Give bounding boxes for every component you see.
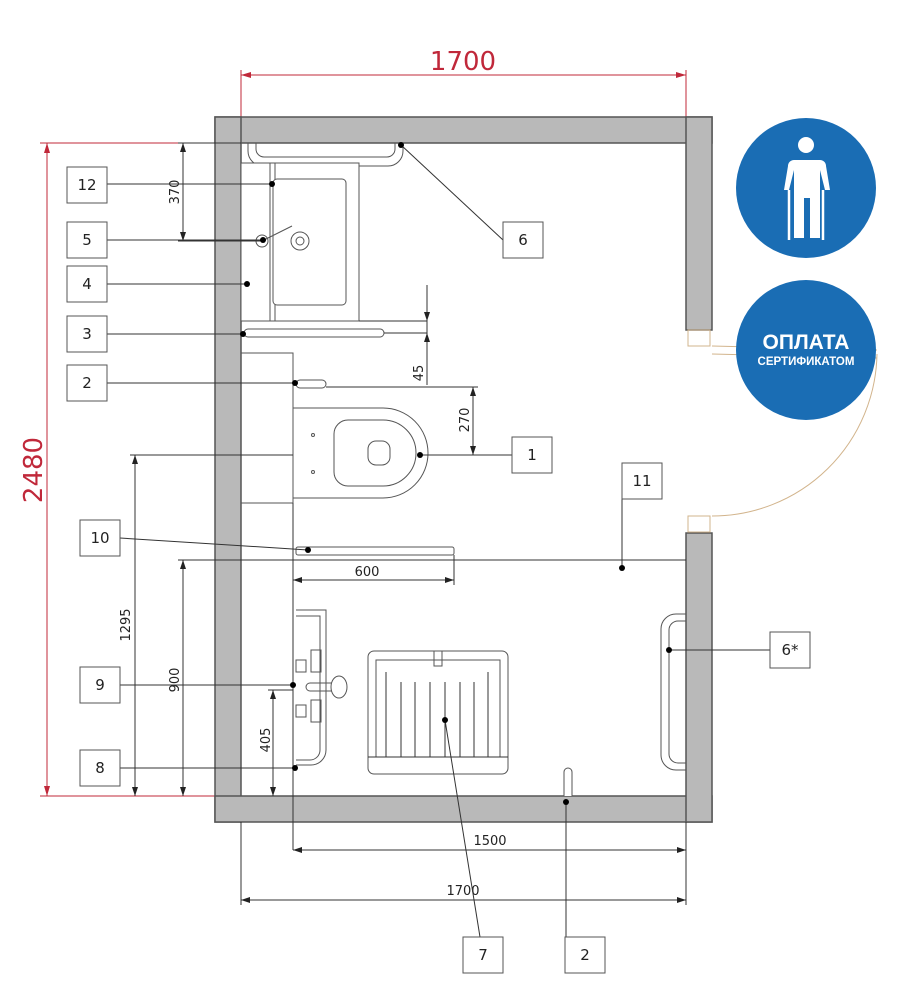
overall-width-label: 1700 [430,47,496,77]
dimension-label: 8 [95,759,105,777]
sink-grab-bar [243,328,385,338]
dimension-label: 9 [95,676,105,694]
dimension-label: 12 [77,176,96,194]
walls [214,116,713,823]
internal-dimensions: 370 45 270 1295 900 405 600 1500 1700 [119,142,687,905]
dimension-label: 270 [458,408,473,433]
overall-height-label: 2480 [19,437,49,503]
callout-2: 2 [66,364,108,402]
callout-8: 8 [79,749,121,787]
dimension-label: СЕРТИФИКАТОМ [758,356,855,368]
dimension-label: 370 [168,180,183,205]
dimension-label: 1 [527,446,537,464]
dimension-label: 45 [412,365,427,382]
dimension-label: 5 [82,231,92,249]
shower-rail-and-mixer [292,503,348,850]
dimension-label: 11 [632,472,651,490]
dimension-label: 1295 [119,608,134,641]
callout-1: 1 [511,436,553,474]
dimension-label: 7 [478,946,488,964]
dimension-label: 405 [259,728,274,753]
folding-shower-seat [367,650,509,775]
dimension-label: 10 [90,529,109,547]
callout-leaders [107,142,770,938]
overall-height-dimension: 2480 [19,142,241,797]
certificate-payment-badge: ОПЛАТА СЕРТИФИКАТОМ [736,280,876,420]
callout-4: 4 [66,265,108,303]
folding-grab-bar [295,546,455,556]
dimension-label: 900 [168,668,183,693]
toilet [240,352,429,504]
callout-6-star: 6* [769,631,811,669]
dimension-label: 6* [781,641,799,659]
callout-10: 10 [79,519,121,557]
overall-width-dimension: 1700 [240,47,687,140]
dimension-label: 6 [518,231,528,249]
callout-7: 7 [462,936,504,974]
dimension-label: 2 [82,374,92,392]
callout-11: 11 [621,462,663,500]
dimension-label: 1700 [446,884,479,899]
callout-2-bottom: 2 [564,936,606,974]
right-grab-bar [660,613,686,771]
dimension-label: 600 [355,565,380,580]
washbasin [240,162,360,322]
dimension-label: 4 [82,275,92,293]
callout-9: 9 [79,666,121,704]
callout-6: 6 [502,221,544,259]
callout-3: 3 [66,315,108,353]
callout-12: 12 [66,166,108,204]
person-with-crutches-icon [784,137,830,240]
dimension-label: ОПЛАТА [763,331,850,354]
dimension-label: 1500 [473,834,506,849]
callout-5: 5 [66,221,108,259]
wall-holder [563,767,573,796]
dimension-label: 3 [82,325,92,343]
dimension-label: 2 [580,946,590,964]
accessibility-badge [736,118,876,258]
